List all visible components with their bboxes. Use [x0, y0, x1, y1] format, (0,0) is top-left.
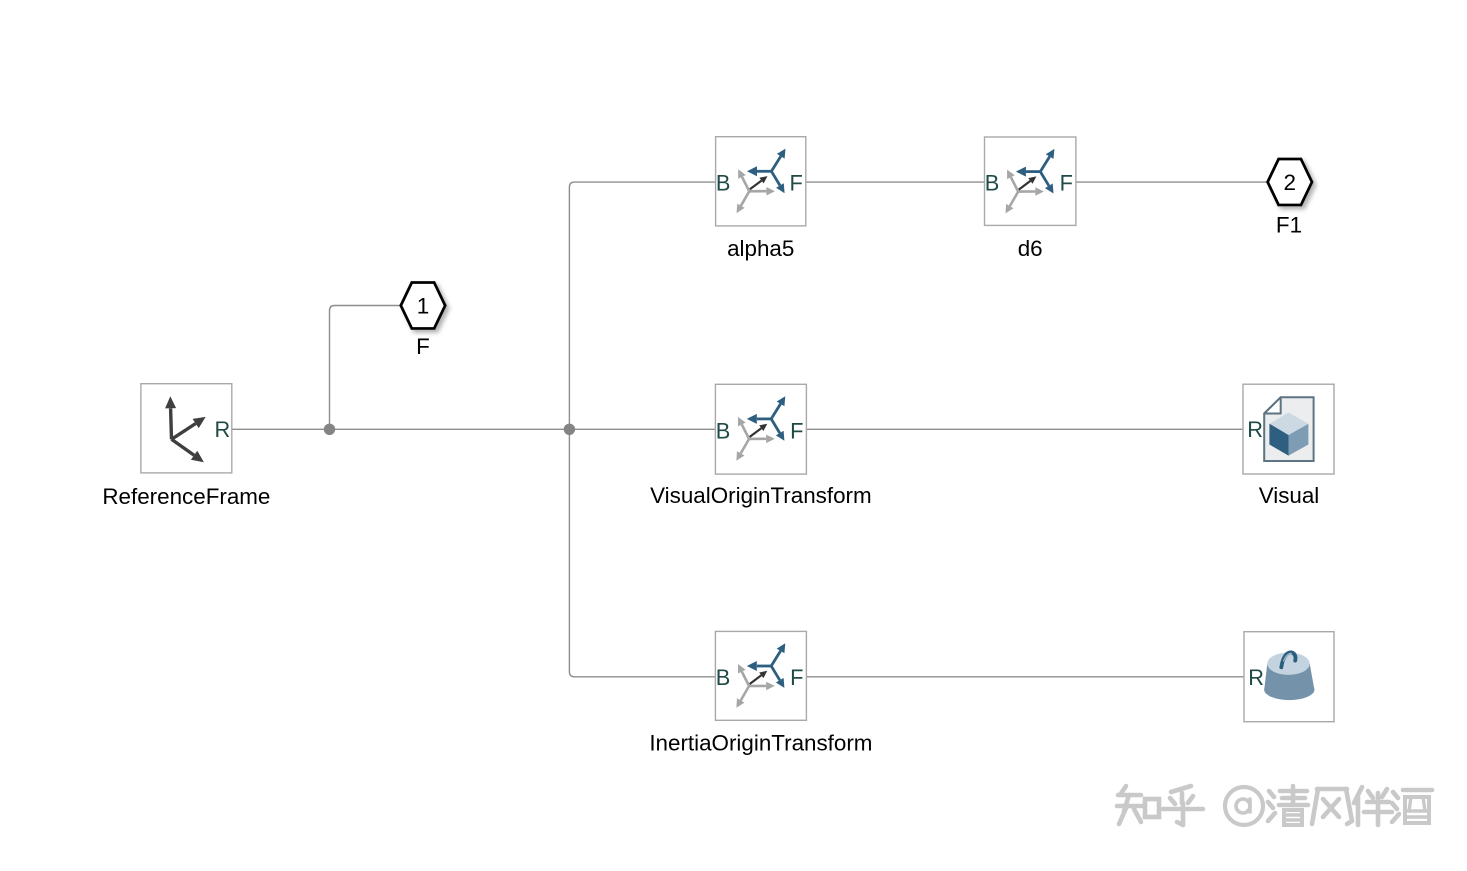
svg-text:B: B [716, 419, 731, 444]
svg-text:d6: d6 [1018, 236, 1043, 261]
svg-text:ReferenceFrame: ReferenceFrame [102, 484, 270, 509]
svg-text:F: F [1060, 171, 1073, 196]
svg-text:F: F [790, 665, 803, 690]
svg-text:F: F [790, 419, 803, 444]
svg-text:R: R [1248, 665, 1264, 690]
svg-text:1: 1 [417, 294, 430, 319]
svg-text:F: F [789, 171, 802, 196]
svg-text:2: 2 [1284, 170, 1297, 195]
svg-text:VisualOriginTransform: VisualOriginTransform [650, 483, 872, 508]
svg-text:alpha5: alpha5 [727, 236, 794, 261]
svg-text:InertiaOriginTransform: InertiaOriginTransform [649, 730, 872, 755]
svg-text:B: B [985, 171, 1000, 196]
svg-text:B: B [716, 171, 731, 196]
svg-text:F: F [416, 334, 430, 359]
svg-text:R: R [214, 417, 230, 442]
svg-text:F1: F1 [1276, 213, 1302, 238]
svg-text:Visual: Visual [1259, 483, 1320, 508]
svg-text:B: B [716, 665, 731, 690]
svg-text:R: R [1247, 417, 1263, 442]
